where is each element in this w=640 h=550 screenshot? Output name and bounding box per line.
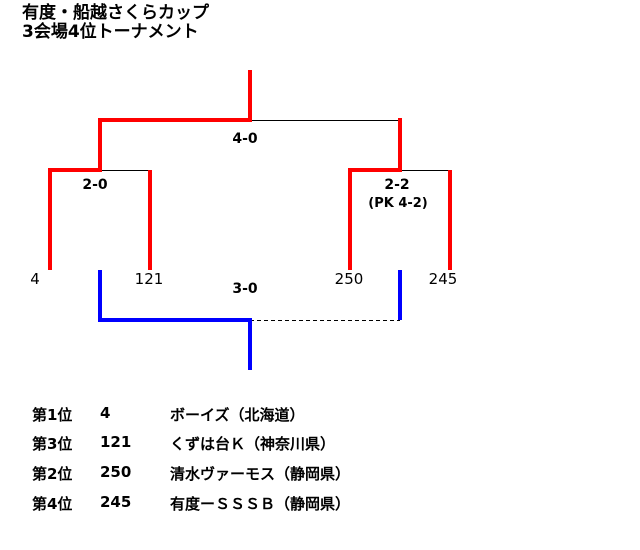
team-number: 245: [100, 493, 132, 511]
semi-right-score: 2-2: [384, 177, 410, 193]
team-name: ボーイズ（北海道）: [170, 406, 305, 424]
rank: 第3位: [32, 435, 73, 453]
team-number: 250: [100, 463, 132, 481]
semi-left-score: 2-0: [82, 177, 108, 193]
team-number: 4: [100, 404, 111, 422]
rank: 第2位: [32, 465, 73, 483]
semi-right-pk: (PK 4-2): [368, 196, 428, 211]
title-line-1: 有度・船越さくらカップ: [22, 3, 209, 23]
rank: 第1位: [32, 406, 73, 424]
final-score: 4-0: [232, 131, 258, 147]
team-label: 121: [134, 270, 164, 288]
team-name: 有度ーＳＳＳＢ（静岡県）: [170, 495, 351, 513]
third-place-path: [98, 270, 252, 370]
team-name: くずは台Ｋ（神奈川県）: [170, 435, 336, 453]
third-place-score: 3-0: [232, 281, 258, 297]
rank: 第4位: [32, 495, 73, 513]
team-label: 250: [334, 270, 364, 288]
team-name: 清水ヴァーモス（静岡県）: [170, 465, 351, 483]
champion-path: [48, 70, 252, 270]
runnerup-path: [348, 118, 402, 270]
team-number: 121: [100, 433, 132, 451]
title-line-2: 3会場4位トーナメント: [22, 22, 199, 42]
team-label: 4: [30, 270, 40, 288]
team-label: 245: [428, 270, 458, 288]
